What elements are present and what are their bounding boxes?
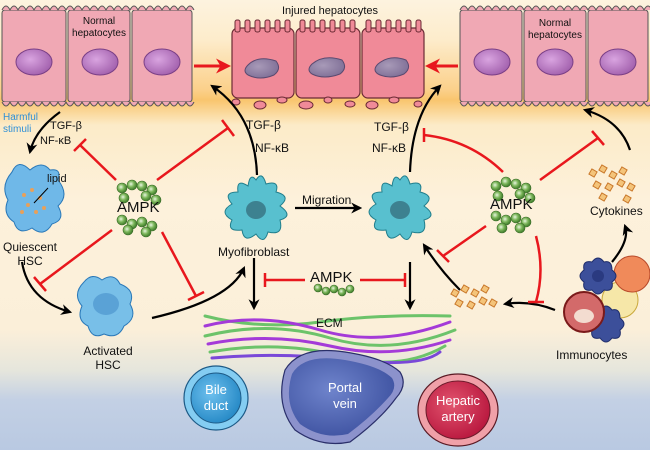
harmful-stimuli-label: Harmful stimuli <box>3 112 39 135</box>
cytokines-cluster-secreted <box>450 284 498 310</box>
quiescent-hsc-label: Quiescent HSC <box>2 240 58 268</box>
ampk-right-label: AMPK <box>490 196 533 213</box>
normal-hepatocytes-right-label: Normal hepatocytes <box>528 18 582 41</box>
inhibition-lines <box>33 119 605 304</box>
lipid-label: lipid <box>47 173 67 185</box>
normal-hepatocytes-left <box>1 5 195 107</box>
nfkb-center-label: NF-κB <box>255 141 289 155</box>
activated-hsc-label: Activated HSC <box>83 344 133 372</box>
tgf-beta-center-label: TGF-β <box>246 118 281 132</box>
bile-duct-vessel <box>183 365 249 431</box>
cytokines-cluster <box>588 164 636 204</box>
portal-vein-label: Portal vein <box>328 380 362 411</box>
myofibroblast-cell <box>224 175 288 240</box>
ampk-cluster-left <box>116 179 162 238</box>
normal-hepatocytes-left-label: Normal hepatocytes <box>72 16 126 39</box>
hepatic-artery-label: Hepatic artery <box>435 393 481 424</box>
migration-label: Migration <box>302 193 352 207</box>
cytokines-label: Cytokines <box>590 204 643 218</box>
normal-hepatocytes-right <box>459 5 650 107</box>
nfkb-right-label: NF-κB <box>372 141 406 155</box>
injured-hepatocytes-label: Injured hepatocytes <box>281 5 378 17</box>
hepatic-artery-vessel <box>417 373 499 447</box>
activation-arrows <box>20 84 634 320</box>
tgf-beta-right-label: TGF-β <box>374 120 409 134</box>
bile-duct-label: Bile duct <box>203 382 229 413</box>
ampk-cluster-right <box>490 176 536 234</box>
tgf-beta-left-label: TGF-β <box>50 120 82 132</box>
ampk-cluster-center <box>313 283 355 297</box>
quiescent-hsc-cell <box>4 164 65 233</box>
immunocytes-label: Immunocytes <box>556 348 628 362</box>
ecm-label: ECM <box>316 316 343 330</box>
immunocytes-cluster <box>563 255 650 343</box>
injured-hepatocytes <box>231 19 425 110</box>
ampk-center-label: AMPK <box>310 269 353 286</box>
nfkb-left-label: NF-κB <box>40 135 72 147</box>
activated-hsc-cell <box>77 276 134 337</box>
ampk-left-label: AMPK <box>117 199 160 216</box>
portal-vein-vessel <box>281 349 404 445</box>
myofibroblast-label: Myofibroblast <box>218 245 290 259</box>
migrated-myofibroblast-cell <box>368 175 432 240</box>
